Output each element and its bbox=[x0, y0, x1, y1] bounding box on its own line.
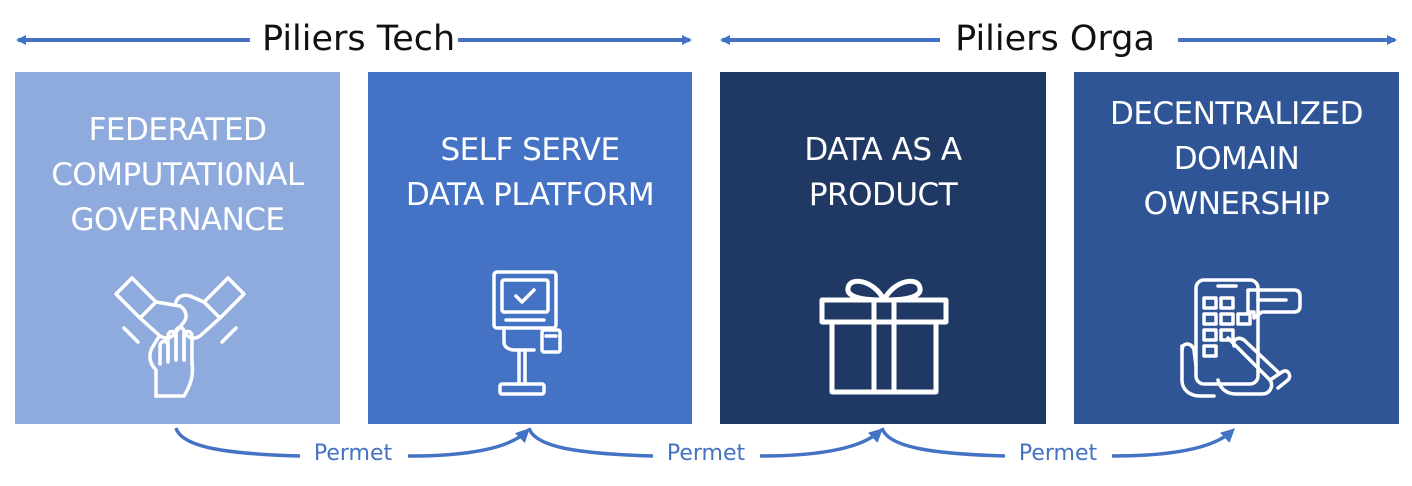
pillar-title-line: OWNERSHIP bbox=[1143, 186, 1330, 222]
pillar-title-line: COMPUTATI0NAL bbox=[51, 157, 304, 193]
piliers-tech-label: Piliers Tech bbox=[262, 19, 456, 59]
pillar-title-line: SELF SERVE bbox=[440, 132, 620, 168]
pillar-title: DATA AS A PRODUCT bbox=[720, 128, 1046, 218]
pillar-decentralized-ownership: DECENTRALIZED DOMAIN OWNERSHIP bbox=[1074, 72, 1399, 424]
connector-1-arc-right bbox=[407, 428, 530, 458]
pillar-title-line: FEDERATED bbox=[88, 112, 267, 148]
connector-3-arc-right bbox=[1111, 428, 1235, 458]
connector-3-arc-left bbox=[880, 427, 1006, 458]
pillar-title: SELF SERVE DATA PLATFORM bbox=[368, 128, 692, 218]
gift-box-icon bbox=[819, 278, 949, 395]
pillar-title-line: DATA AS A bbox=[804, 132, 962, 168]
connector-label: Permet bbox=[313, 441, 393, 466]
pillar-title: FEDERATED COMPUTATI0NAL GOVERNANCE bbox=[15, 108, 340, 243]
pillar-title-line: DECENTRALIZED bbox=[1110, 96, 1363, 132]
connector-1-arc-left bbox=[174, 427, 301, 458]
hand-phone-icon bbox=[1180, 278, 1302, 398]
connector-label: Permet bbox=[1018, 441, 1098, 466]
connector-2-arc-left bbox=[527, 427, 654, 458]
connector-2-arc-right bbox=[759, 428, 883, 458]
pillar-title: DECENTRALIZED DOMAIN OWNERSHIP bbox=[1074, 92, 1399, 227]
pillar-federated-governance: FEDERATED COMPUTATI0NAL GOVERNANCE bbox=[15, 72, 340, 424]
connector-label: Permet bbox=[666, 441, 746, 466]
pillar-title-line: DATA PLATFORM bbox=[405, 177, 655, 213]
pillar-title-line: DOMAIN bbox=[1173, 141, 1300, 177]
kiosk-terminal-icon bbox=[492, 270, 562, 396]
pillar-self-serve-platform: SELF SERVE DATA PLATFORM bbox=[368, 72, 692, 424]
hands-together-icon bbox=[114, 276, 246, 398]
piliers-orga-label: Piliers Orga bbox=[955, 19, 1155, 59]
pillar-data-as-product: DATA AS A PRODUCT bbox=[720, 72, 1046, 424]
pillar-title-line: PRODUCT bbox=[808, 177, 958, 213]
pillar-title-line: GOVERNANCE bbox=[70, 202, 285, 238]
